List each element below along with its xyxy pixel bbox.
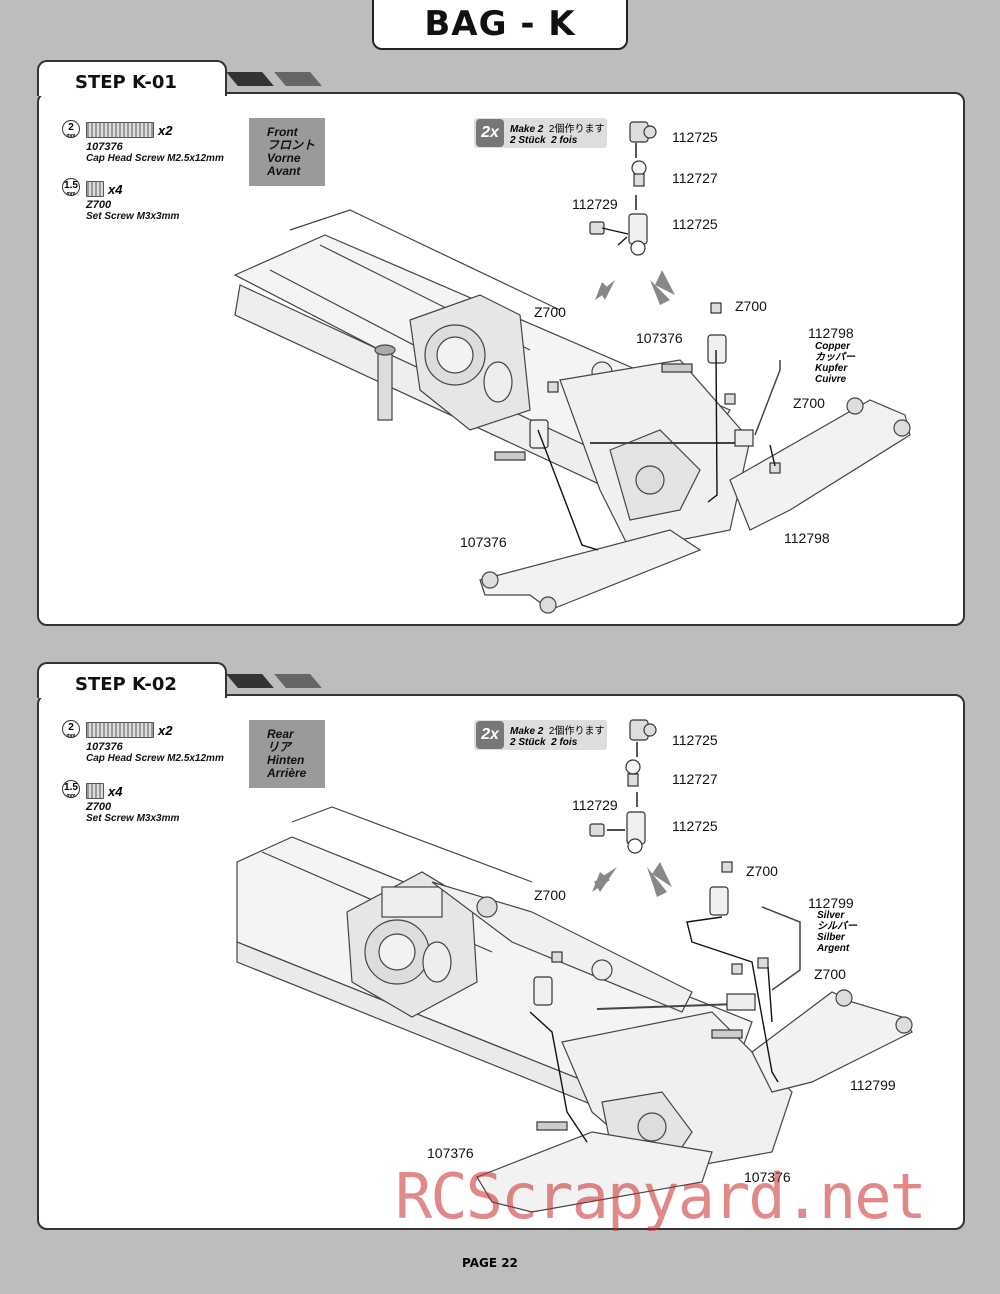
part-label: 112799 — [808, 895, 854, 911]
part-label: 112725 — [672, 216, 718, 232]
part-desc: Cap Head Screw M2.5x12mm — [86, 753, 224, 764]
part-label: 112729 — [572, 196, 618, 212]
part-label: 112727 — [672, 170, 718, 186]
page-number: PAGE 22 — [462, 1256, 518, 1270]
part-desc: Set Screw M3x3mm — [86, 211, 180, 222]
part-label: Z700 — [793, 395, 825, 411]
part-label: 107376 — [460, 534, 507, 550]
qty: x2 — [158, 723, 173, 738]
part-label: 112798 — [784, 530, 830, 546]
part-label: 112727 — [672, 771, 718, 787]
part-label: Z700 — [534, 887, 566, 903]
qty: x4 — [108, 784, 123, 799]
part-code: 107376 — [86, 141, 123, 153]
part-label: Z700 — [534, 304, 566, 320]
part-label: Z700 — [735, 298, 767, 314]
part-code: Z700 — [86, 199, 112, 211]
part-label: 112798 — [808, 325, 854, 341]
make-count-box: 2x Make 2 2個作ります 2 Stück 2 fois — [474, 720, 607, 750]
part-label: Z700 — [814, 966, 846, 982]
part-desc: Cap Head Screw M2.5x12mm — [86, 153, 224, 164]
part-label: 112799 — [850, 1077, 896, 1093]
part-label: 112725 — [672, 732, 718, 748]
quantity-icon: 2x — [476, 119, 504, 147]
make-count-box: 2x Make 2 2個作ります 2 Stück 2 fois — [474, 118, 607, 148]
part-label: 107376 — [636, 330, 683, 346]
decor-stripes — [226, 674, 342, 693]
part-label: 112725 — [672, 818, 718, 834]
set-screw-icon — [86, 783, 104, 799]
cap-screw-icon — [86, 722, 154, 738]
part-label: 112729 — [572, 797, 618, 813]
cap-screw-icon — [86, 122, 154, 138]
set-screw-icon — [86, 181, 104, 197]
part-desc: Set Screw M3x3mm — [86, 813, 180, 824]
qty: x4 — [108, 182, 123, 197]
step-title: STEP K-01 — [75, 72, 177, 93]
watermark: RCScrapyard.net — [395, 1160, 927, 1233]
assembly-diagram-front — [233, 121, 911, 614]
part-label: 107376 — [744, 1169, 791, 1185]
part-label: 107376 — [427, 1145, 474, 1161]
part-label: 112725 — [672, 129, 718, 145]
step-title: STEP K-02 — [75, 674, 177, 695]
qty: x2 — [158, 123, 173, 138]
assembly-diagram-rear — [236, 719, 913, 1213]
part-label: Z700 — [746, 863, 778, 879]
quantity-icon: 2x — [476, 721, 504, 749]
decor-stripes — [226, 72, 342, 91]
part-code: Z700 — [86, 801, 112, 813]
step-tab-k01: STEP K-01 — [37, 60, 227, 96]
bag-title: BAG - K — [372, 0, 628, 50]
step-tab-k02: STEP K-02 — [37, 662, 227, 698]
part-code: 107376 — [86, 741, 123, 753]
